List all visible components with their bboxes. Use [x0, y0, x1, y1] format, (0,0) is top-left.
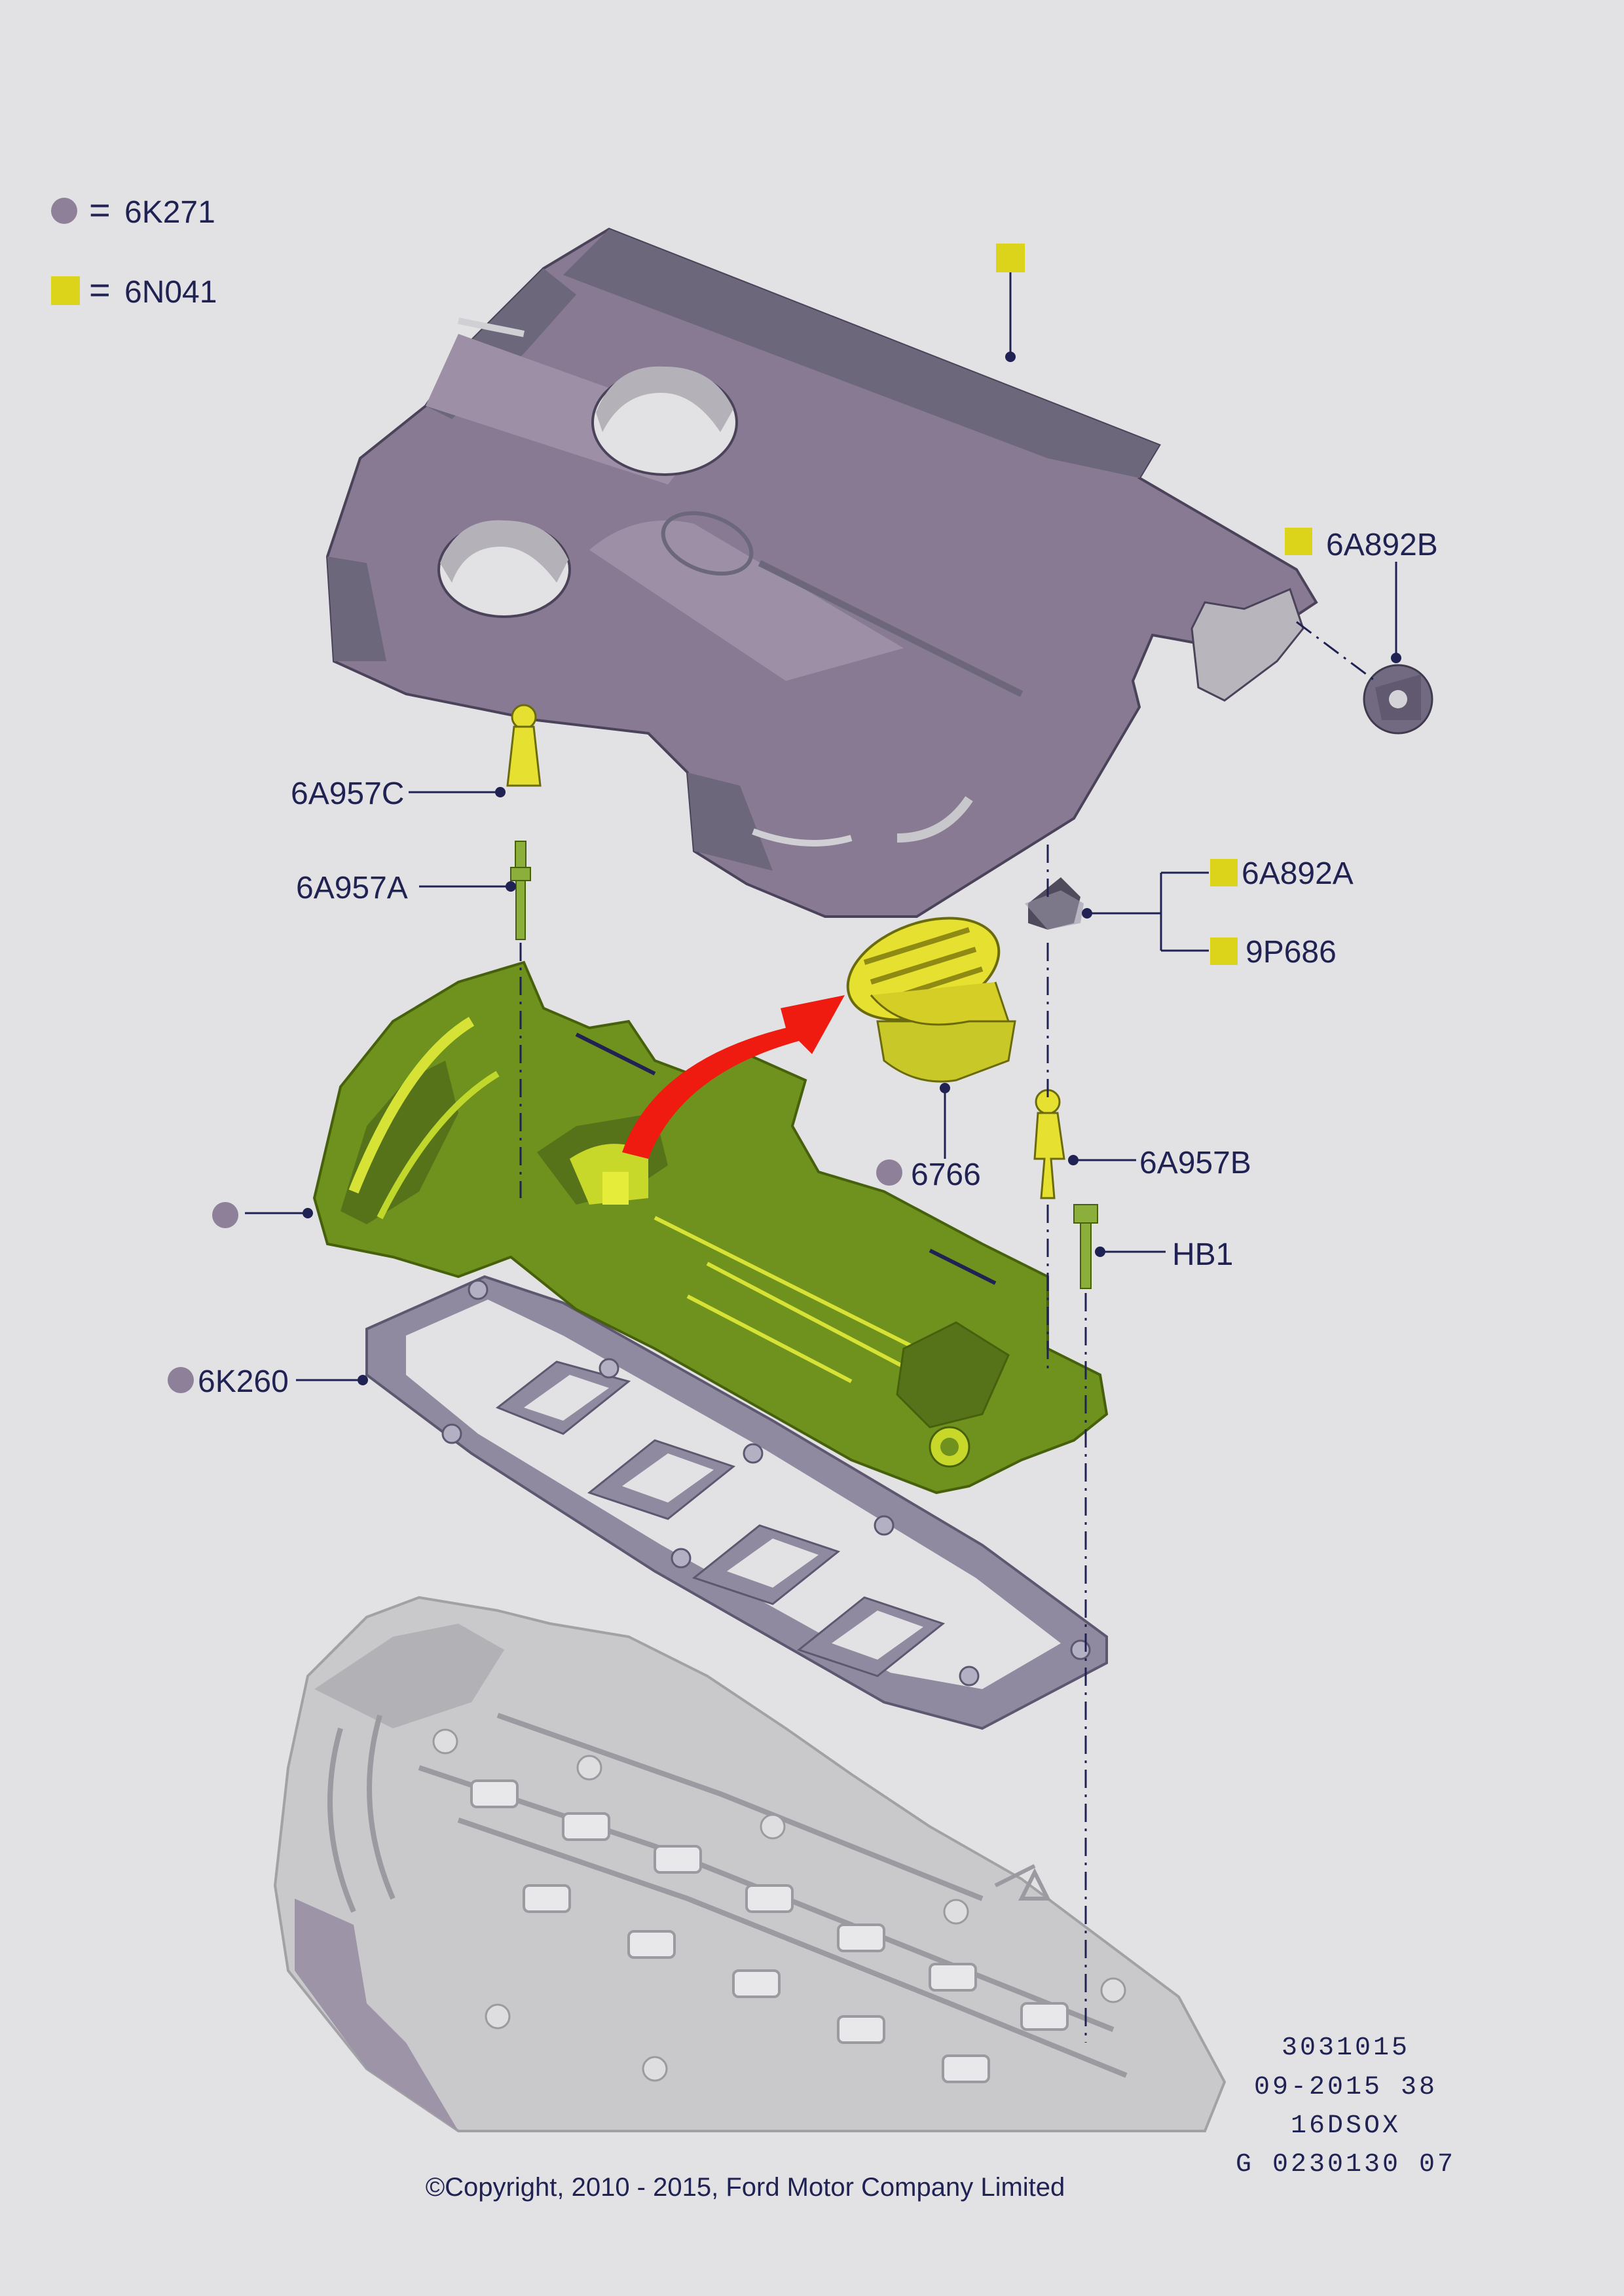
callout-6A957A-label: 6A957A	[296, 871, 408, 905]
callouts: 6A892B 6A957C 6A957A 6A892A 9P686 6766 6…	[168, 244, 1438, 1399]
bolt-6A957A	[510, 841, 531, 940]
callout-6A892B-label: 6A892B	[1326, 528, 1438, 562]
engine-cylinder-head	[273, 1595, 1227, 2132]
engine-top-cover	[325, 227, 1318, 918]
cam-cover-circle-marker	[212, 1202, 238, 1228]
legend-square-label: 6N041	[124, 275, 217, 310]
legend-circle-marker	[51, 198, 77, 224]
callout-6766-label: 6766	[911, 1157, 981, 1192]
grommet-6A892B	[1363, 664, 1433, 735]
legend-circle-label: 6K271	[124, 195, 215, 230]
stud-6A957C	[506, 704, 542, 787]
legend-circle-equals: =	[89, 189, 111, 230]
top-cover-square-marker	[996, 244, 1025, 272]
callout-HB1-label: HB1	[1172, 1237, 1233, 1272]
stud-6A957B	[1033, 1089, 1065, 1199]
oil-filler-cap	[846, 917, 1016, 1083]
callout-6K260-marker	[168, 1367, 194, 1393]
callout-6766-marker	[876, 1159, 902, 1186]
callout-6A957C-label: 6A957C	[291, 776, 404, 811]
callout-6A957B-label: 6A957B	[1139, 1146, 1251, 1180]
valve-cover-gasket	[365, 1275, 1108, 1730]
drawing-stamp: 3031015 09-2015 38 16DSOX G 0230130 07	[1236, 2033, 1456, 2179]
legend-square-marker	[51, 276, 80, 305]
legend-square-equals: =	[89, 269, 111, 310]
callout-6A892A-marker	[1210, 859, 1238, 886]
callout-9P686-label: 9P686	[1246, 935, 1337, 970]
stamp-line-4: G 0230130 07	[1236, 2150, 1456, 2179]
callout-6K260-label: 6K260	[198, 1364, 289, 1399]
stamp-line-3: 16DSOX	[1291, 2111, 1401, 2141]
bolt-HB1	[1073, 1204, 1098, 1289]
callout-9P686-marker	[1210, 938, 1238, 965]
alignment-lines	[519, 621, 1376, 2043]
direction-arrow	[622, 995, 845, 1159]
stamp-line-2: 09-2015 38	[1254, 2073, 1437, 2102]
copyright-notice: ©Copyright, 2010 - 2015, Ford Motor Comp…	[426, 2173, 1065, 2202]
callout-6A892B-marker	[1285, 528, 1312, 555]
grommet-6A892A	[1025, 877, 1084, 930]
stamp-line-1: 3031015	[1282, 2033, 1410, 2063]
legend: = 6K271 = 6N041	[51, 189, 217, 310]
callout-6A892A-label: 6A892A	[1242, 856, 1354, 891]
